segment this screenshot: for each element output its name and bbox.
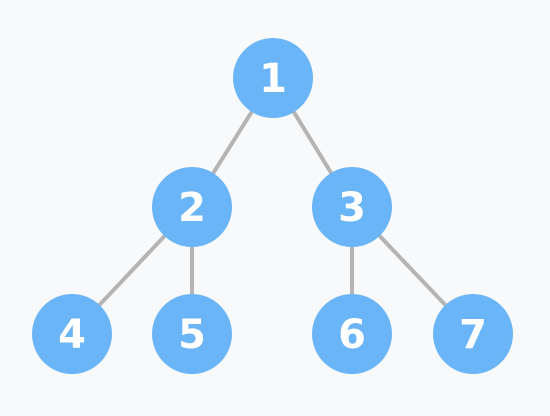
tree-node-3: 3 <box>312 167 392 247</box>
tree-node-5: 5 <box>152 294 232 374</box>
node-label-5: 5 <box>178 312 206 358</box>
tree-node-2: 2 <box>152 167 232 247</box>
tree-node-6: 6 <box>312 294 392 374</box>
tree-node-4: 4 <box>32 294 112 374</box>
node-label-1: 1 <box>259 56 287 102</box>
tree-nodes: 1 2 3 4 5 6 7 <box>32 38 513 374</box>
node-label-7: 7 <box>459 312 487 358</box>
node-label-6: 6 <box>338 312 366 358</box>
node-label-4: 4 <box>58 312 86 358</box>
node-label-2: 2 <box>178 185 206 231</box>
tree-node-7: 7 <box>433 294 513 374</box>
tree-node-1: 1 <box>233 38 313 118</box>
node-label-3: 3 <box>338 185 366 231</box>
